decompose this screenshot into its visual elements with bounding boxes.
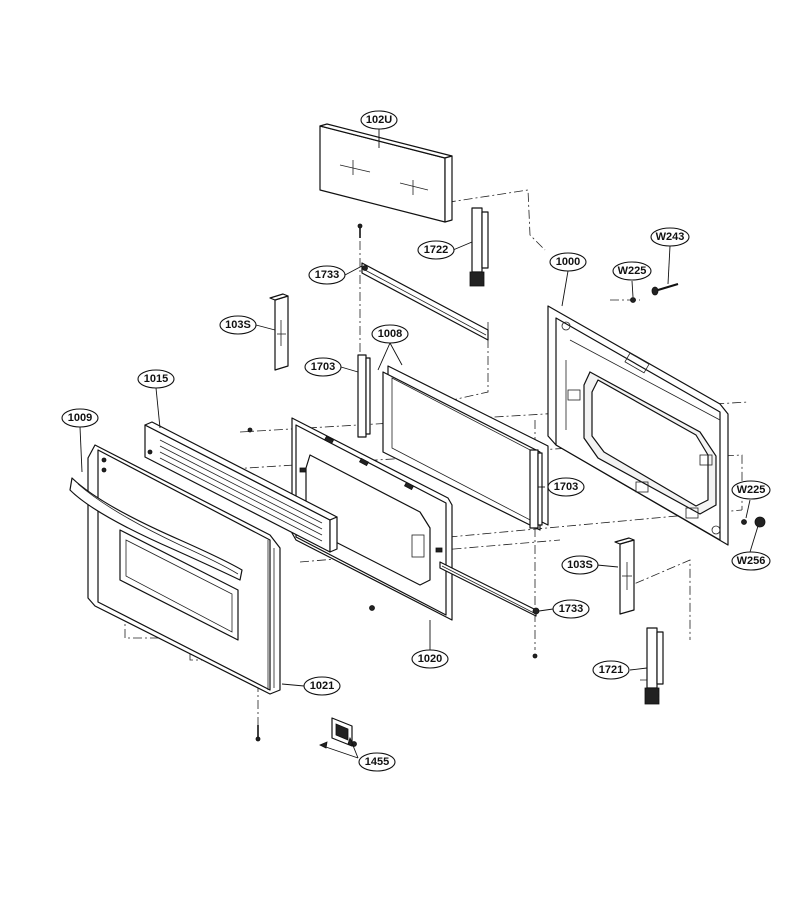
callout-label: W225 xyxy=(618,265,647,277)
callout-103s-right: 103S xyxy=(561,555,599,575)
part-1000-inner-door xyxy=(547,305,729,546)
callout-label: W243 xyxy=(656,231,685,243)
part-1021-outer-door xyxy=(87,444,281,695)
callout-label: 1733 xyxy=(315,269,339,281)
callout-1703-left: 1703 xyxy=(304,357,342,377)
leader-lines xyxy=(79,129,759,759)
callout-label: 103S xyxy=(567,559,593,571)
callout-label: 1703 xyxy=(554,481,578,493)
part-1721-lower-hinge xyxy=(644,627,664,705)
callout-label: 1721 xyxy=(599,664,623,676)
callout-w256: W256 xyxy=(731,551,771,571)
callout-label: 1703 xyxy=(311,361,335,373)
callout-label: W225 xyxy=(737,484,766,496)
callout-1021: 1021 xyxy=(303,676,341,696)
part-1722-upper-hinge xyxy=(469,207,489,287)
part-102u-top-trim xyxy=(319,123,453,223)
callout-label: 1722 xyxy=(424,244,448,256)
screw-bottom-left xyxy=(255,725,261,742)
part-w243-screw xyxy=(651,282,679,296)
callout-1009: 1009 xyxy=(61,408,99,428)
part-1703-left-channel xyxy=(357,354,371,438)
callout-label: 1015 xyxy=(144,373,168,385)
part-1015-vent-frame xyxy=(144,421,338,553)
part-1009-handle xyxy=(69,477,243,581)
callout-1000: 1000 xyxy=(549,252,587,272)
callout-label: 1455 xyxy=(365,756,389,768)
callout-1733-bottom: 1733 xyxy=(552,599,590,619)
callout-label: 1020 xyxy=(418,653,442,665)
callout-label: W256 xyxy=(737,555,766,567)
callout-w225-right: W225 xyxy=(731,480,771,500)
callout-label: 1008 xyxy=(378,328,402,340)
part-1703-right-channel xyxy=(529,449,543,529)
callout-label: 1021 xyxy=(310,680,334,692)
callout-label: 1733 xyxy=(559,603,583,615)
part-w225-washer-right xyxy=(741,519,747,525)
callout-1455: 1455 xyxy=(358,752,396,772)
callout-1008: 1008 xyxy=(371,324,409,344)
part-w256-cap xyxy=(754,516,766,528)
callout-label: 103S xyxy=(225,319,251,331)
part-1455-bracket xyxy=(331,717,357,747)
part-103s-right-trim xyxy=(614,537,635,615)
part-1008-glass xyxy=(382,365,549,531)
callout-label: 1009 xyxy=(68,412,92,424)
part-1733-bottom-rail xyxy=(439,561,540,659)
screw-top xyxy=(357,223,363,238)
callout-label: 102U xyxy=(366,114,392,126)
callout-1733-top: 1733 xyxy=(308,265,346,285)
callout-1020: 1020 xyxy=(411,649,449,669)
callout-1015: 1015 xyxy=(137,369,175,389)
callout-label: 1000 xyxy=(556,256,580,268)
callout-102u: 102U xyxy=(360,110,398,130)
callout-1721: 1721 xyxy=(592,660,630,680)
part-w225-washer-top xyxy=(630,297,636,303)
callout-w243: W243 xyxy=(650,227,690,247)
callout-103s-left: 103S xyxy=(219,315,257,335)
callout-1722: 1722 xyxy=(417,240,455,260)
callout-w225-top: W225 xyxy=(612,261,652,281)
callout-1703-right: 1703 xyxy=(547,477,585,497)
part-1733-top-rail xyxy=(361,262,489,341)
part-103s-left-trim xyxy=(269,293,289,371)
